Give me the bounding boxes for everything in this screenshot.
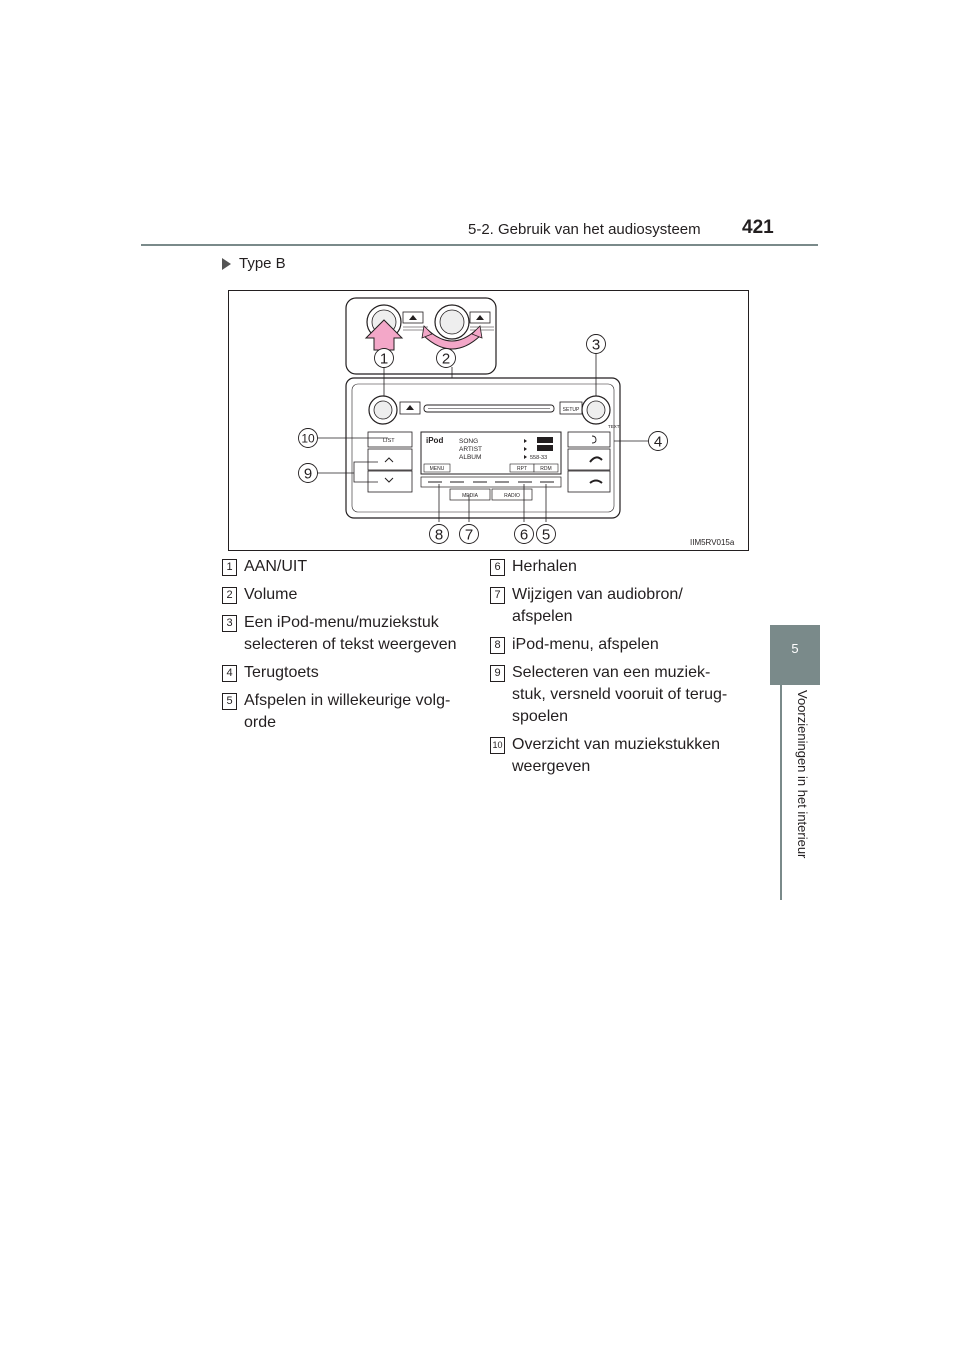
legend-item: 1 AAN/UIT xyxy=(222,556,462,578)
menu-label: MENU xyxy=(430,466,445,472)
callout-9: 9 xyxy=(304,466,312,483)
callout-2: 2 xyxy=(442,351,450,368)
callout-1: 1 xyxy=(380,351,388,368)
legend-item: 10 Overzicht van muziekstukken weergeven xyxy=(490,734,730,778)
chapter-number: 5 xyxy=(791,641,799,656)
callout-5: 5 xyxy=(542,527,550,544)
artist-label: ARTIST xyxy=(459,446,482,453)
callout-3: 3 xyxy=(592,337,600,354)
legend-item: 2 Volume xyxy=(222,584,462,606)
legend-item: 6 Herhalen xyxy=(490,556,730,578)
legend-right: 6 Herhalen 7 Wijzigen van audiobron/ afs… xyxy=(490,556,730,784)
setup-label: SETUP xyxy=(563,407,580,413)
legend-number: 2 xyxy=(222,587,237,604)
audio-unit: SETUP TEXT LIST iPod SONG ARTIST AL xyxy=(345,377,621,519)
legend-text: iPod-menu, afspelen xyxy=(512,636,659,653)
header-rule xyxy=(141,244,818,246)
text-label: TEXT xyxy=(608,424,620,429)
rdm-label: RDM xyxy=(540,466,551,472)
legend-number: 1 xyxy=(222,559,237,576)
chapter-title: Voorzieningen in het interieur xyxy=(795,690,810,859)
media-label: MEDIA xyxy=(462,493,479,499)
page-number: 421 xyxy=(742,217,774,238)
rpt-label: RPT xyxy=(517,466,527,472)
legend-left: 1 AAN/UIT 2 Volume 3 Een iPod-menu/muzie… xyxy=(222,556,462,740)
legend-number: 5 xyxy=(222,693,237,710)
legend-text: Overzicht van muziekstukken weergeven xyxy=(512,736,721,775)
legend-text: Een iPod-menu/muziekstuk selecteren of t… xyxy=(244,614,457,653)
legend-item: 7 Wijzigen van audiobron/ afspelen xyxy=(490,584,730,628)
knob-detail-inset xyxy=(345,297,497,375)
callout-10: 10 xyxy=(301,432,315,446)
legend-number: 3 xyxy=(222,615,237,632)
triangle-bullet-icon xyxy=(222,257,231,270)
callout-4: 4 xyxy=(654,434,662,451)
chapter-tab-line xyxy=(780,685,782,900)
callout-7: 7 xyxy=(465,527,473,544)
ipod-label: iPod xyxy=(426,436,443,445)
legend-text: Herhalen xyxy=(512,558,577,575)
time-label: 558-33 xyxy=(530,455,547,461)
list-label: LIST xyxy=(383,438,395,444)
album-label: ALBUM xyxy=(459,454,481,461)
legend-number: 9 xyxy=(490,665,505,682)
legend-text: Selecteren van een muziek-stuk, versneld… xyxy=(512,664,728,725)
legend-text: Wijzigen van audiobron/ afspelen xyxy=(512,586,683,625)
callouts: 1 2 3 4 5 6 7 8 9 10 xyxy=(298,334,668,544)
callout-leaders xyxy=(316,352,648,522)
callout-8: 8 xyxy=(435,527,443,544)
legend-item: 3 Een iPod-menu/muziekstuk selecteren of… xyxy=(222,612,462,656)
legend-item: 5 Afspelen in willekeurige volg-orde xyxy=(222,690,462,734)
press-arrow-icon xyxy=(364,319,404,351)
legend-text: AAN/UIT xyxy=(244,558,308,575)
legend-item: 4 Terugtoets xyxy=(222,662,462,684)
figure-heading-text: Type B xyxy=(239,255,286,272)
legend-number: 6 xyxy=(490,559,505,576)
section-title: 5-2. Gebruik van het audiosysteem xyxy=(468,221,701,238)
legend-item: 9 Selecteren van een muziek-stuk, versne… xyxy=(490,662,730,728)
legend-number: 4 xyxy=(222,665,237,682)
song-label: SONG xyxy=(459,438,478,445)
radio-label: RADIO xyxy=(504,493,520,499)
legend-number: 8 xyxy=(490,637,505,654)
legend-text: Terugtoets xyxy=(244,664,319,681)
legend-text: Afspelen in willekeurige volg-orde xyxy=(244,692,451,731)
chapter-tab: 5 xyxy=(770,625,820,685)
audio-panel-figure: SETUP TEXT LIST iPod SONG ARTIST AL xyxy=(228,290,749,551)
figure-heading: Type B xyxy=(222,255,286,272)
figure-code: IIM5RV015a xyxy=(690,538,735,547)
legend-number: 7 xyxy=(490,587,505,604)
legend-item: 8 iPod-menu, afspelen xyxy=(490,634,730,656)
callout-6: 6 xyxy=(520,527,528,544)
legend-number: 10 xyxy=(490,737,505,754)
legend-text: Volume xyxy=(244,586,298,603)
